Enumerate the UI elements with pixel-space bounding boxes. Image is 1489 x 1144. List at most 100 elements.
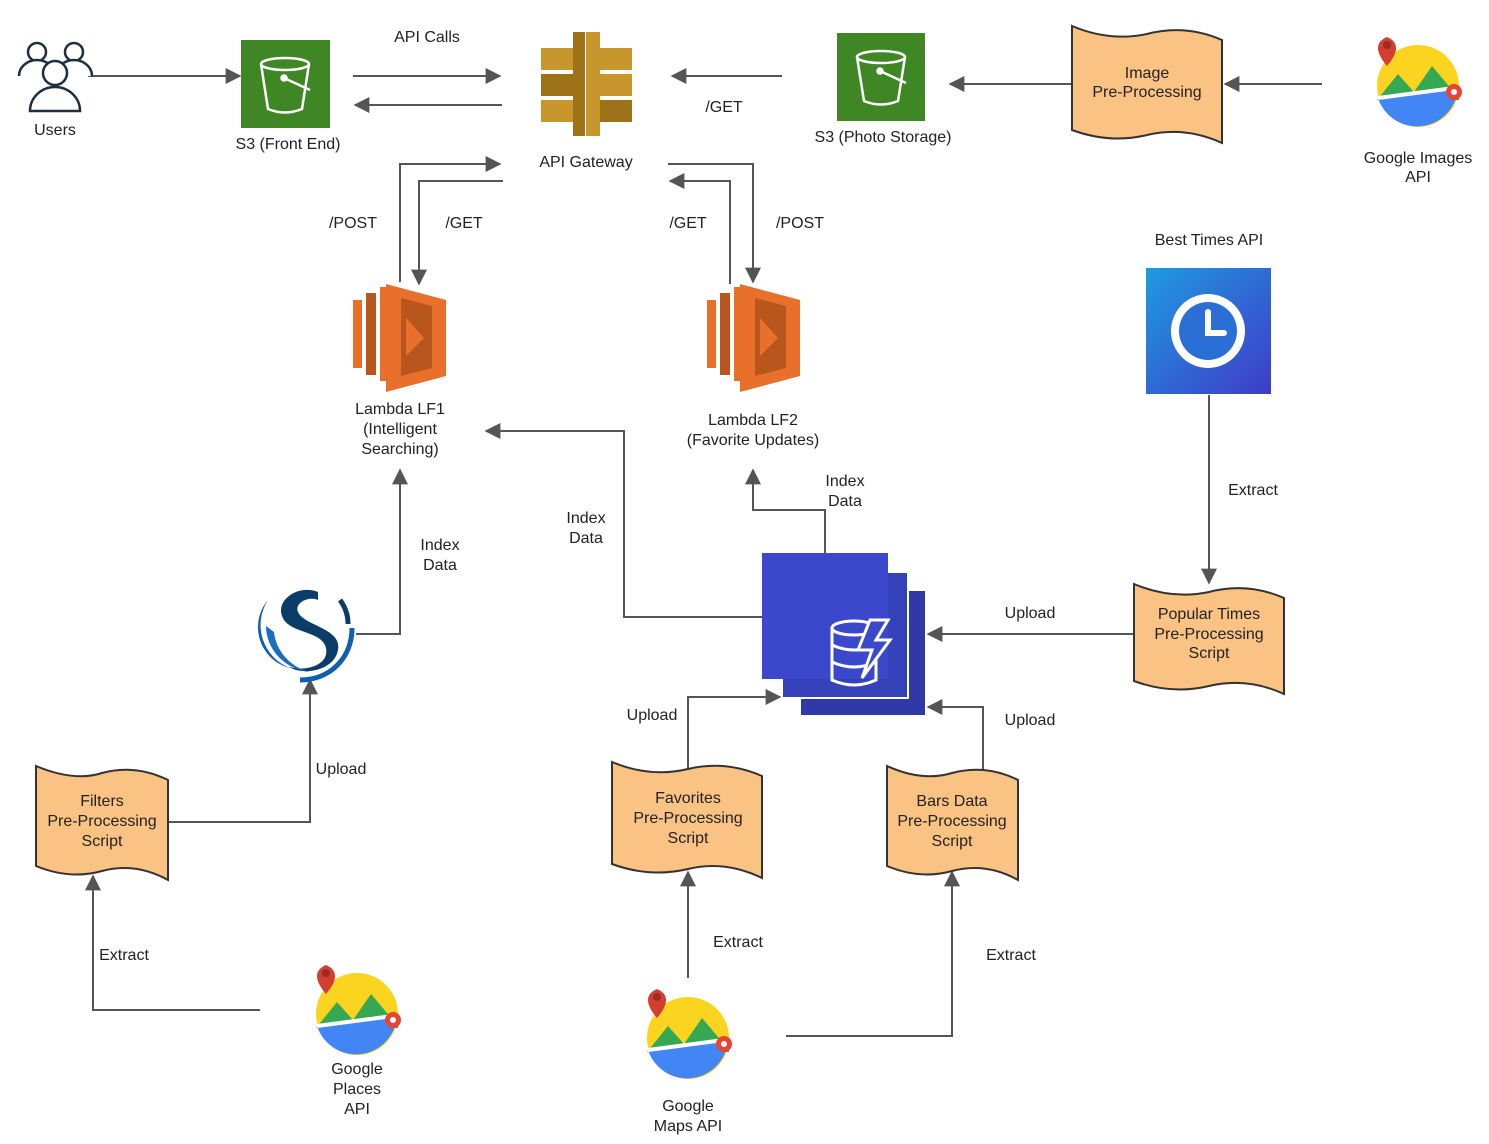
edge-places-to-filters bbox=[85, 874, 260, 1011]
label-extract-best: Extract bbox=[1228, 482, 1278, 499]
lambda-icon bbox=[353, 284, 446, 392]
label-upload-filters: Upload bbox=[316, 761, 367, 778]
edge-search-to-lf1 bbox=[356, 468, 408, 635]
edges bbox=[85, 68, 1322, 1037]
label-api-calls: API Calls bbox=[394, 29, 460, 46]
label-get-left: /GET bbox=[445, 215, 483, 232]
best-times-label: Best Times API bbox=[1155, 232, 1263, 249]
bars-pre-node: Bars Data Pre-Processing Script bbox=[886, 764, 1019, 882]
edge-lf2-get-to-gateway bbox=[668, 173, 731, 284]
dynamodb-stack-front bbox=[762, 553, 888, 679]
dynamodb-node bbox=[762, 553, 927, 717]
lambda-icon bbox=[707, 284, 800, 392]
popular-times-label-2: Pre-Processing bbox=[1154, 626, 1263, 643]
google-photo-icon bbox=[316, 965, 401, 1055]
label-index-search-2: Data bbox=[423, 557, 457, 574]
api-gateway-label: API Gateway bbox=[539, 154, 632, 171]
s3-front-node: S3 (Front End) bbox=[236, 40, 341, 153]
popular-times-label-1: Popular Times bbox=[1158, 606, 1260, 623]
label-index-lf2-1: Index bbox=[825, 473, 864, 490]
users-icon bbox=[17, 41, 94, 113]
lambda-lf1-node: Lambda LF1 (Intelligent Searching) bbox=[353, 284, 446, 458]
lambda-lf1-label-3: Searching) bbox=[361, 441, 438, 458]
google-maps-label-2: Maps API bbox=[654, 1118, 722, 1135]
edge-labels: API Calls /GET /POST /GET /GET /POST Ext… bbox=[99, 29, 1278, 964]
google-photo-icon bbox=[647, 989, 732, 1079]
s3-photo-label: S3 (Photo Storage) bbox=[815, 129, 952, 146]
lambda-lf2-label-1: Lambda LF2 bbox=[708, 412, 798, 429]
google-photo-icon bbox=[1377, 37, 1462, 127]
lambda-lf1-label-2: (Intelligent bbox=[363, 421, 437, 438]
label-post-left: /POST bbox=[329, 215, 377, 232]
google-maps-label-1: Google bbox=[662, 1098, 714, 1115]
clock-icon bbox=[1171, 294, 1245, 368]
filters-pre-label-1: Filters bbox=[80, 793, 124, 810]
lambda-lf2-node: Lambda LF2 (Favorite Updates) bbox=[687, 284, 819, 449]
edge-filters-to-search bbox=[168, 678, 318, 823]
label-get-right: /GET bbox=[669, 215, 707, 232]
popular-times-node: Popular Times Pre-Processing Script bbox=[1133, 582, 1285, 696]
label-extract-maps-bars: Extract bbox=[986, 947, 1036, 964]
filters-pre-node: Filters Pre-Processing Script bbox=[35, 764, 169, 882]
users-label: Users bbox=[34, 122, 76, 139]
favorites-pre-node: Favorites Pre-Processing Script bbox=[611, 760, 763, 880]
bars-pre-label-3: Script bbox=[932, 833, 973, 850]
label-index-lf2-2: Data bbox=[828, 493, 862, 510]
edge-lf1-post-to-gateway bbox=[399, 156, 502, 282]
edge-dynamo-to-lf2 bbox=[745, 468, 826, 553]
s3-photo-box bbox=[837, 33, 925, 121]
edge-gateway-get-to-lf1 bbox=[411, 180, 503, 286]
label-index-dynamo-2: Data bbox=[569, 530, 603, 547]
google-images-label-1: Google Images bbox=[1364, 150, 1473, 167]
filters-pre-shape bbox=[35, 764, 169, 882]
bucket-icon bbox=[855, 49, 907, 106]
label-index-search-1: Index bbox=[420, 537, 459, 554]
image-pre-shape bbox=[1071, 24, 1223, 145]
api-gateway-icon bbox=[541, 32, 632, 136]
search-service-icon bbox=[257, 589, 355, 683]
s3-photo-node: S3 (Photo Storage) bbox=[815, 33, 952, 146]
favorites-pre-label-3: Script bbox=[668, 830, 709, 847]
label-upload-bars: Upload bbox=[1005, 712, 1056, 729]
google-maps-node: Google Maps API bbox=[647, 989, 732, 1135]
label-upload-favorites: Upload bbox=[627, 707, 678, 724]
image-pre-label-2: Pre-Processing bbox=[1092, 84, 1201, 101]
favorites-pre-shape bbox=[611, 760, 763, 880]
bucket-icon bbox=[259, 56, 311, 114]
label-index-dynamo-1: Index bbox=[566, 510, 605, 527]
popular-times-label-3: Script bbox=[1189, 645, 1230, 662]
lambda-lf1-label-1: Lambda LF1 bbox=[355, 401, 445, 418]
label-extract-places: Extract bbox=[99, 947, 149, 964]
popular-times-shape bbox=[1133, 582, 1285, 696]
edge-bars-to-dynamo bbox=[926, 699, 984, 770]
label-upload-popular: Upload bbox=[1005, 605, 1056, 622]
edge-dynamo-to-lf1 bbox=[484, 423, 762, 618]
google-images-node: Google Images API bbox=[1364, 37, 1473, 186]
bars-pre-label-1: Bars Data bbox=[916, 793, 987, 810]
users-node: Users bbox=[17, 41, 94, 139]
label-get-photo: /GET bbox=[705, 99, 743, 116]
bars-pre-shape bbox=[886, 764, 1019, 882]
search-node bbox=[257, 589, 355, 683]
google-images-label-2: API bbox=[1405, 169, 1431, 186]
image-pre-label-1: Image bbox=[1125, 65, 1170, 82]
api-gateway-node: API Gateway bbox=[539, 32, 633, 171]
favorites-pre-label-1: Favorites bbox=[655, 790, 721, 807]
google-places-label-1: Google bbox=[331, 1061, 383, 1078]
database-bolt-icon bbox=[830, 618, 893, 687]
edge-maps-to-bars bbox=[786, 870, 960, 1037]
bars-pre-label-2: Pre-Processing bbox=[897, 813, 1006, 830]
google-places-node: Google Places API bbox=[316, 965, 401, 1118]
image-pre-node: Image Pre-Processing bbox=[1071, 24, 1223, 145]
label-post-right: /POST bbox=[776, 215, 824, 232]
google-places-label-2: Places bbox=[333, 1081, 381, 1098]
google-places-label-3: API bbox=[344, 1101, 370, 1118]
edge-favorites-to-dynamo bbox=[687, 689, 782, 770]
best-times-node: Best Times API bbox=[1146, 232, 1271, 394]
edge-gateway-post-to-lf2 bbox=[668, 163, 761, 284]
favorites-pre-label-2: Pre-Processing bbox=[633, 810, 742, 827]
filters-pre-label-3: Script bbox=[82, 833, 123, 850]
s3-front-label: S3 (Front End) bbox=[236, 136, 341, 153]
filters-pre-label-2: Pre-Processing bbox=[47, 813, 156, 830]
